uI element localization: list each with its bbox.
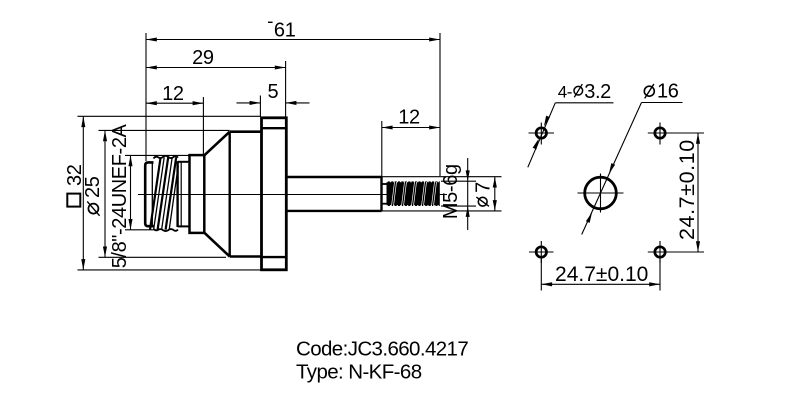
svg-text:5/8"-24UNEF-2A: 5/8"-24UNEF-2A xyxy=(109,123,131,268)
svg-text:24.7±0.10: 24.7±0.10 xyxy=(675,139,699,240)
svg-text:4-: 4- xyxy=(558,82,572,101)
svg-text:5: 5 xyxy=(268,81,279,103)
svg-text:16: 16 xyxy=(657,80,679,102)
svg-text:32: 32 xyxy=(64,164,86,186)
svg-text:61: 61 xyxy=(274,19,296,41)
svg-text:29: 29 xyxy=(192,47,214,69)
svg-text:3.2: 3.2 xyxy=(584,81,611,103)
svg-text:M5-6g: M5-6g xyxy=(440,164,462,219)
svg-text:Code:JC3.660.4217: Code:JC3.660.4217 xyxy=(296,338,468,361)
svg-text:12: 12 xyxy=(398,106,420,128)
svg-text:Type: N-KF-68: Type: N-KF-68 xyxy=(296,361,422,384)
svg-text:12: 12 xyxy=(162,83,184,105)
svg-text:24.7±0.10: 24.7±0.10 xyxy=(555,263,648,286)
svg-text:25: 25 xyxy=(82,176,104,198)
svg-text:7: 7 xyxy=(473,182,495,193)
